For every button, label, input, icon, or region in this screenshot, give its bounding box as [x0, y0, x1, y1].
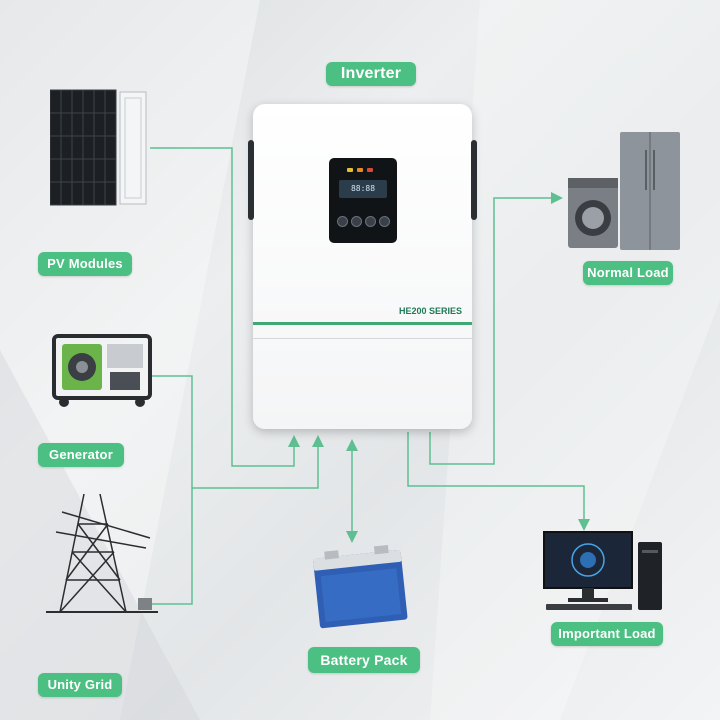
inverter-divider — [253, 338, 472, 339]
inverter-right-handle — [471, 140, 477, 220]
generator-icon — [52, 334, 152, 407]
grid-wire — [150, 435, 324, 605]
inverter-display: 88:88 — [329, 158, 397, 243]
generator-label: Generator — [38, 443, 124, 467]
inverter-button[interactable] — [379, 216, 390, 227]
battery-pack-label: Battery Pack — [308, 647, 420, 673]
washing-machine-icon — [568, 178, 618, 248]
inverter-button[interactable] — [351, 216, 362, 227]
inverter-button[interactable] — [365, 216, 376, 227]
power-tower-icon — [46, 493, 158, 613]
inverter-series-label: HE200 SERIES — [398, 306, 462, 316]
normal-load-label: Normal Load — [583, 261, 673, 285]
generator-wire — [150, 375, 193, 488]
refrigerator-icon — [620, 132, 680, 250]
unity-grid-label: Unity Grid — [38, 673, 122, 697]
computer-icon — [543, 531, 662, 610]
inverter-lcd: 88:88 — [339, 180, 387, 198]
inverter-left-handle — [248, 140, 254, 220]
normal-load-wire — [429, 192, 563, 465]
important-load-wire — [407, 432, 590, 531]
important-load-label: Important Load — [551, 622, 663, 646]
solar-panel-icon — [50, 89, 147, 206]
pv-modules-label: PV Modules — [38, 252, 132, 276]
inverter-stripe — [253, 322, 472, 325]
inverter-title-label: Inverter — [326, 62, 416, 86]
inverter-unit: 88:88 HE200 SERIES — [248, 104, 477, 429]
pv-wire — [150, 147, 300, 467]
inverter-button[interactable] — [337, 216, 348, 227]
battery-icon — [313, 544, 408, 629]
